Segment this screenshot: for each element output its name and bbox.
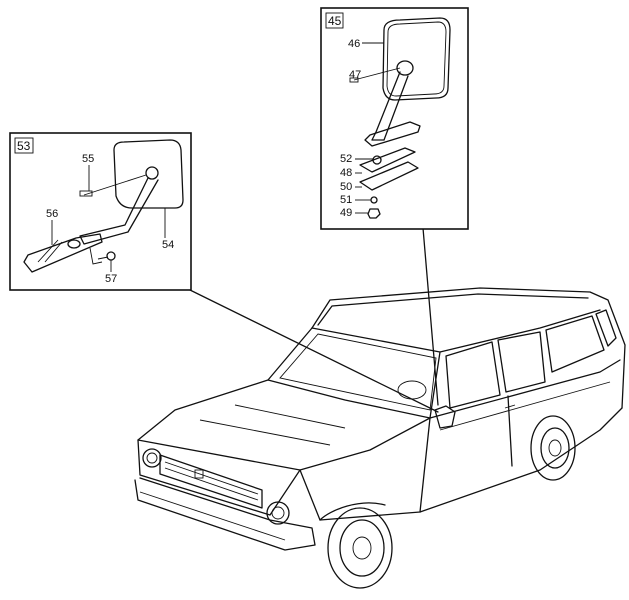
callout-56: 56 xyxy=(46,208,58,220)
callout-48: 48 xyxy=(340,167,352,179)
callout-51: 51 xyxy=(340,194,352,206)
callout-52: 52 xyxy=(340,153,352,165)
leader-line-left xyxy=(189,289,439,413)
callout-54: 54 xyxy=(162,239,174,251)
car-door-mirror xyxy=(434,405,456,429)
detail-box-53: 53 55 56 54 57 xyxy=(9,132,192,291)
callout-55: 55 xyxy=(82,153,94,165)
station-wagon-car xyxy=(134,287,626,589)
callout-50: 50 xyxy=(340,181,352,193)
callout-49: 49 xyxy=(340,207,352,219)
plate-50 xyxy=(359,161,419,191)
gasket-48 xyxy=(359,147,416,173)
detail-box-45: 45 46 47 52 48 50 51 49 xyxy=(320,7,469,230)
figure-number: 53 xyxy=(17,139,31,153)
callout-57: 57 xyxy=(105,273,117,285)
figure-number: 45 xyxy=(328,14,342,28)
callout-46: 46 xyxy=(348,38,360,50)
mirror-head xyxy=(113,139,184,209)
leader-line-right xyxy=(422,227,439,406)
callout-47: 47 xyxy=(349,69,361,81)
